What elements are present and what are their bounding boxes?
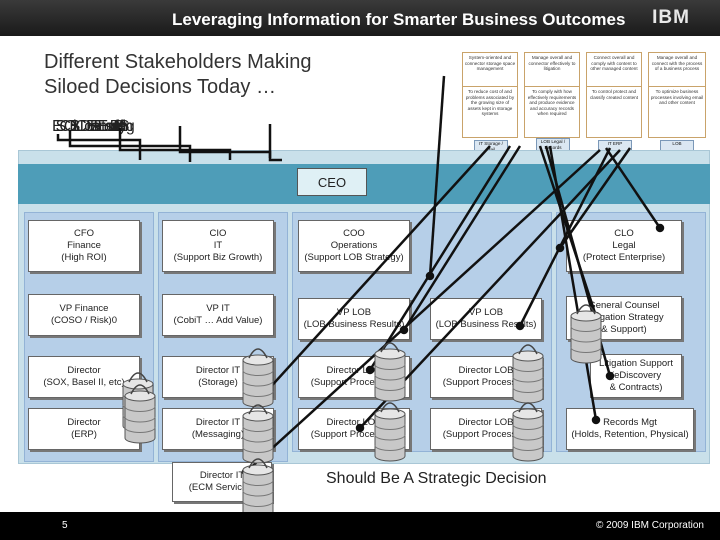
general-counsel-goal-1: (Litigation Strategy xyxy=(584,312,664,323)
clo-node: CLO Legal (Protect Enterprise) xyxy=(566,220,682,272)
overlapping-stakeholder-labels: ESCOBiSLCDoEEIsaEEtmsouBLlurecdeSlfiCcym… xyxy=(52,118,135,135)
records-mgt-title: Records Mgt xyxy=(603,417,657,428)
stakeholder-card-1-bottom: To reduce cost of and problems associate… xyxy=(462,86,518,138)
header-bar: Leveraging Information for Smarter Busin… xyxy=(0,0,720,36)
cio-goal: (Support Biz Growth) xyxy=(173,252,263,263)
slide-title: Different Stakeholders Making Siloed Dec… xyxy=(44,50,404,100)
litigation-support-title: Litigation Support xyxy=(599,358,673,369)
vp-lob-1-goal: (LOB Business Results) xyxy=(303,319,405,330)
coo-goal: (Support LOB Strategy) xyxy=(304,252,404,263)
director-it-messaging-node: Director IT (Messaging) xyxy=(162,408,274,450)
director-lob-3-goal: (Support Processes) xyxy=(310,429,398,440)
director-lob-4-title: Director LOB xyxy=(458,417,514,428)
director-lob-2-goal: (Support Processes) xyxy=(442,377,530,388)
coo-title: COO xyxy=(343,228,365,239)
director-lob-3-title: Director LOB xyxy=(326,417,382,428)
page-number: 5 xyxy=(62,520,68,531)
clo-department: Legal xyxy=(612,240,636,251)
director-lob-1-title: Director LOB xyxy=(326,365,382,376)
cio-title: CIO xyxy=(209,228,227,239)
stakeholder-card-3-top: Connect overall and comply with content … xyxy=(586,52,642,86)
cfo-title: CFO xyxy=(73,228,95,239)
records-mgt-goal: (Holds, Retention, Physical) xyxy=(571,429,689,440)
header-title: Leveraging Information for Smarter Busin… xyxy=(172,10,626,29)
litigation-support-node: Litigation Support (eDiscovery & Contrac… xyxy=(590,354,682,398)
director-erp-node: Director (ERP) xyxy=(28,408,140,450)
stakeholder-cards: System-oriented and connector storage sp… xyxy=(462,52,708,160)
director-lob-node-2: Director LOB (Support Processes) xyxy=(430,356,542,398)
director-erp-goal: (ERP) xyxy=(71,429,97,440)
litigation-support-goal-1: (eDiscovery xyxy=(610,370,662,381)
ceo-node: CEO xyxy=(297,168,367,196)
director-erp-title: Director xyxy=(67,417,101,428)
director-lob-4-goal: (Support Processes) xyxy=(442,429,530,440)
stakeholder-card-2-bottom: To comply with how effectively requireme… xyxy=(524,86,580,138)
copyright: © 2009 IBM Corporation xyxy=(596,520,704,531)
vp-it-title: VP IT xyxy=(206,303,230,314)
director-it-storage-goal: (Storage) xyxy=(198,377,238,388)
coo-node: COO Operations (Support LOB Strategy) xyxy=(298,220,410,272)
footer-bar xyxy=(0,512,720,540)
director-sox-title: Director xyxy=(67,365,101,376)
ibm-logo: IBM xyxy=(652,7,690,28)
vp-lob-node-1: VP LOB (LOB Business Results) xyxy=(298,298,410,340)
general-counsel-node: General Counsel (Litigation Strategy & S… xyxy=(566,296,682,340)
slide-title-line-1: Different Stakeholders Making xyxy=(44,51,312,73)
cio-department: IT xyxy=(213,240,223,251)
director-it-ecm-node: Director IT (ECM Services) xyxy=(172,462,272,502)
clo-goal: (Protect Enterprise) xyxy=(582,252,666,263)
stakeholder-card-4-top: Manage overall and connect with the proc… xyxy=(648,52,706,86)
director-it-messaging-title: Director IT xyxy=(195,417,241,428)
slide-title-line-2: Siloed Decisions Today … xyxy=(44,76,276,98)
director-sox-node: Director (SOX, Basel II, etc) xyxy=(28,356,140,398)
cfo-goal: (High ROI) xyxy=(61,252,107,263)
general-counsel-goal-2: & Support) xyxy=(601,324,647,335)
vp-finance-node: VP Finance (COSO / Risk)0 xyxy=(28,294,140,336)
stakeholder-card-1-top: System-oriented and connector storage sp… xyxy=(462,52,518,86)
director-it-messaging-goal: (Messaging) xyxy=(191,429,245,440)
strategic-decision-statement: Should Be A Strategic Decision xyxy=(326,470,547,487)
director-lob-node-1: Director LOB (Support Processes) xyxy=(298,356,410,398)
director-it-storage-title: Director IT xyxy=(195,365,241,376)
vp-lob-2-title: VP LOB xyxy=(468,307,504,318)
litigation-support-goal-2: & Contracts) xyxy=(609,382,663,393)
records-mgt-node: Records Mgt (Holds, Retention, Physical) xyxy=(566,408,694,450)
stakeholder-card-3-bottom: To control protect and classify created … xyxy=(586,86,642,138)
general-counsel-title: General Counsel xyxy=(588,300,660,311)
vp-lob-1-title: VP LOB xyxy=(336,307,372,318)
stakeholder-card-2-top: Manage overall and connector effectively… xyxy=(524,52,580,86)
director-sox-goal: (SOX, Basel II, etc) xyxy=(43,377,125,388)
vp-it-node: VP IT (CobiT … Add Value) xyxy=(162,294,274,336)
director-lob-node-3: Director LOB (Support Processes) xyxy=(298,408,410,450)
director-lob-node-4: Director LOB (Support Processes) xyxy=(430,408,542,450)
vp-finance-title: VP Finance xyxy=(59,303,109,314)
cio-node: CIO IT (Support Biz Growth) xyxy=(162,220,274,272)
coo-department: Operations xyxy=(330,240,378,251)
vp-lob-2-goal: (LOB Business Results) xyxy=(435,319,537,330)
vp-it-goal: (CobiT … Add Value) xyxy=(173,315,263,326)
director-it-ecm-title: Director IT xyxy=(199,470,245,481)
vp-finance-goal: (COSO / Risk)0 xyxy=(51,315,117,326)
stakeholder-card-4-bottom: To optimize business processes involving… xyxy=(648,86,706,138)
director-it-storage-node: Director IT (Storage) xyxy=(162,356,274,398)
director-lob-2-title: Director LOB xyxy=(458,365,514,376)
cfo-department: Finance xyxy=(67,240,101,251)
cfo-node: CFO Finance (High ROI) xyxy=(28,220,140,272)
director-lob-1-goal: (Support Processes) xyxy=(310,377,398,388)
director-it-ecm-goal: (ECM Services) xyxy=(188,482,256,493)
vp-lob-node-2: VP LOB (LOB Business Results) xyxy=(430,298,542,340)
clo-title: CLO xyxy=(614,228,634,239)
